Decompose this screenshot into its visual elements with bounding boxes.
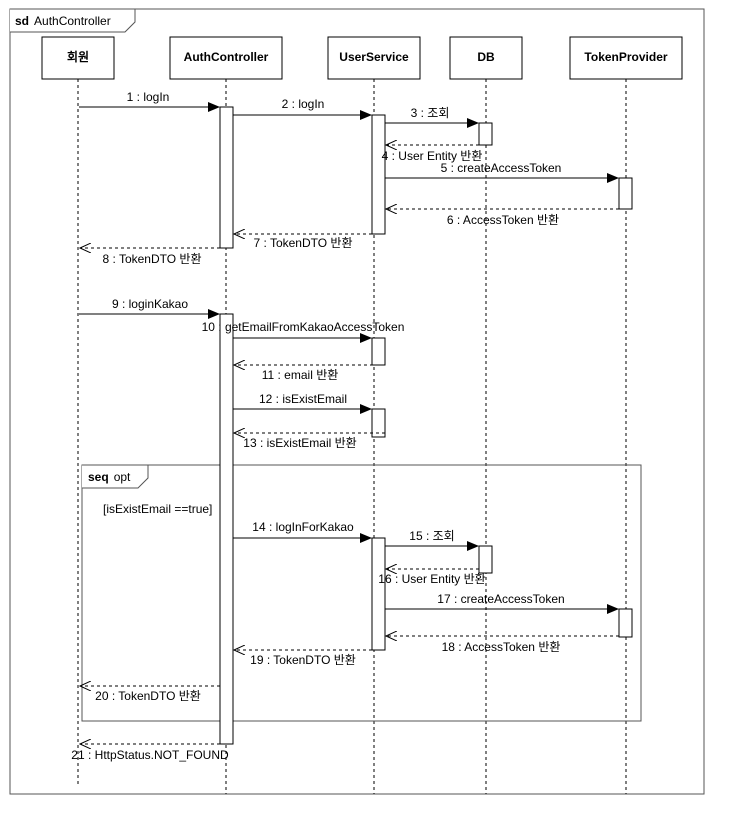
activation-auth-1 <box>219 106 234 249</box>
message-19-label: 19 : TokenDTO 반환 <box>250 653 356 667</box>
messages: 1 : logIn 2 : logIn 3 : 조회 4 : User Enti… <box>71 90 619 762</box>
message-11-label: 11 : email 반환 <box>262 368 339 382</box>
message-1-label: 1 : logIn <box>127 90 170 104</box>
activation-user-4 <box>371 537 386 651</box>
message-10-label: 10 : getEmailFromKakaoAccessToken <box>202 320 405 334</box>
message-12-label: 12 : isExistEmail <box>259 392 347 406</box>
participant-userservice-label: UserService <box>339 50 409 64</box>
participant-tokenprovider: TokenProvider <box>569 36 683 794</box>
message-13-label: 13 : isExistEmail 반환 <box>243 436 356 450</box>
sd-frame-label: sd AuthController <box>15 14 111 28</box>
message-3-label: 3 : 조회 <box>411 106 450 120</box>
activation-token-2 <box>618 608 633 638</box>
participant-db: DB <box>449 36 523 794</box>
activation-db-1 <box>478 122 493 146</box>
message-2-label: 2 : logIn <box>282 97 325 111</box>
message-21-label: 21 : HttpStatus.NOT_FOUND <box>71 748 229 762</box>
message-18-label: 18 : AccessToken 반환 <box>442 640 561 654</box>
activation-user-1 <box>371 114 386 235</box>
message-20-label: 20 : TokenDTO 반환 <box>95 689 201 703</box>
message-5-label: 5 : createAccessToken <box>441 161 562 175</box>
activation-user-3 <box>371 408 386 438</box>
message-16-label: 16 : User Entity 반환 <box>378 572 485 586</box>
message-17-label: 17 : createAccessToken <box>437 592 564 606</box>
fragment-guard: [isExistEmail ==true] <box>103 502 212 516</box>
participant-authcontroller-label: AuthController <box>184 50 269 64</box>
message-15-label: 15 : 조회 <box>409 529 454 543</box>
message-14-label: 14 : logInForKakao <box>252 520 354 534</box>
fragment-keyword: seq <box>88 470 109 484</box>
participant-tokenprovider-label: TokenProvider <box>584 50 667 64</box>
activation-token-1 <box>618 177 633 210</box>
sd-frame-name: AuthController <box>34 14 111 28</box>
message-6-label: 6 : AccessToken 반환 <box>447 213 559 227</box>
message-9-label: 9 : loginKakao <box>112 297 188 311</box>
sd-frame-keyword: sd <box>15 14 29 28</box>
participant-member-label: 회원 <box>67 49 89 64</box>
message-7-label: 7 : TokenDTO 반환 <box>253 236 352 250</box>
message-4-label: 4 : User Entity 반환 <box>382 149 483 163</box>
participant-userservice: UserService <box>327 36 421 794</box>
activation-user-2 <box>371 337 386 366</box>
message-8-label: 8 : TokenDTO 반환 <box>102 252 201 266</box>
participant-db-label: DB <box>477 50 495 64</box>
fragment-name: opt <box>114 470 131 484</box>
activations <box>219 106 633 745</box>
participant-member: 회원 <box>41 36 115 784</box>
activation-db-2 <box>478 545 493 574</box>
activation-auth-2 <box>219 313 234 745</box>
